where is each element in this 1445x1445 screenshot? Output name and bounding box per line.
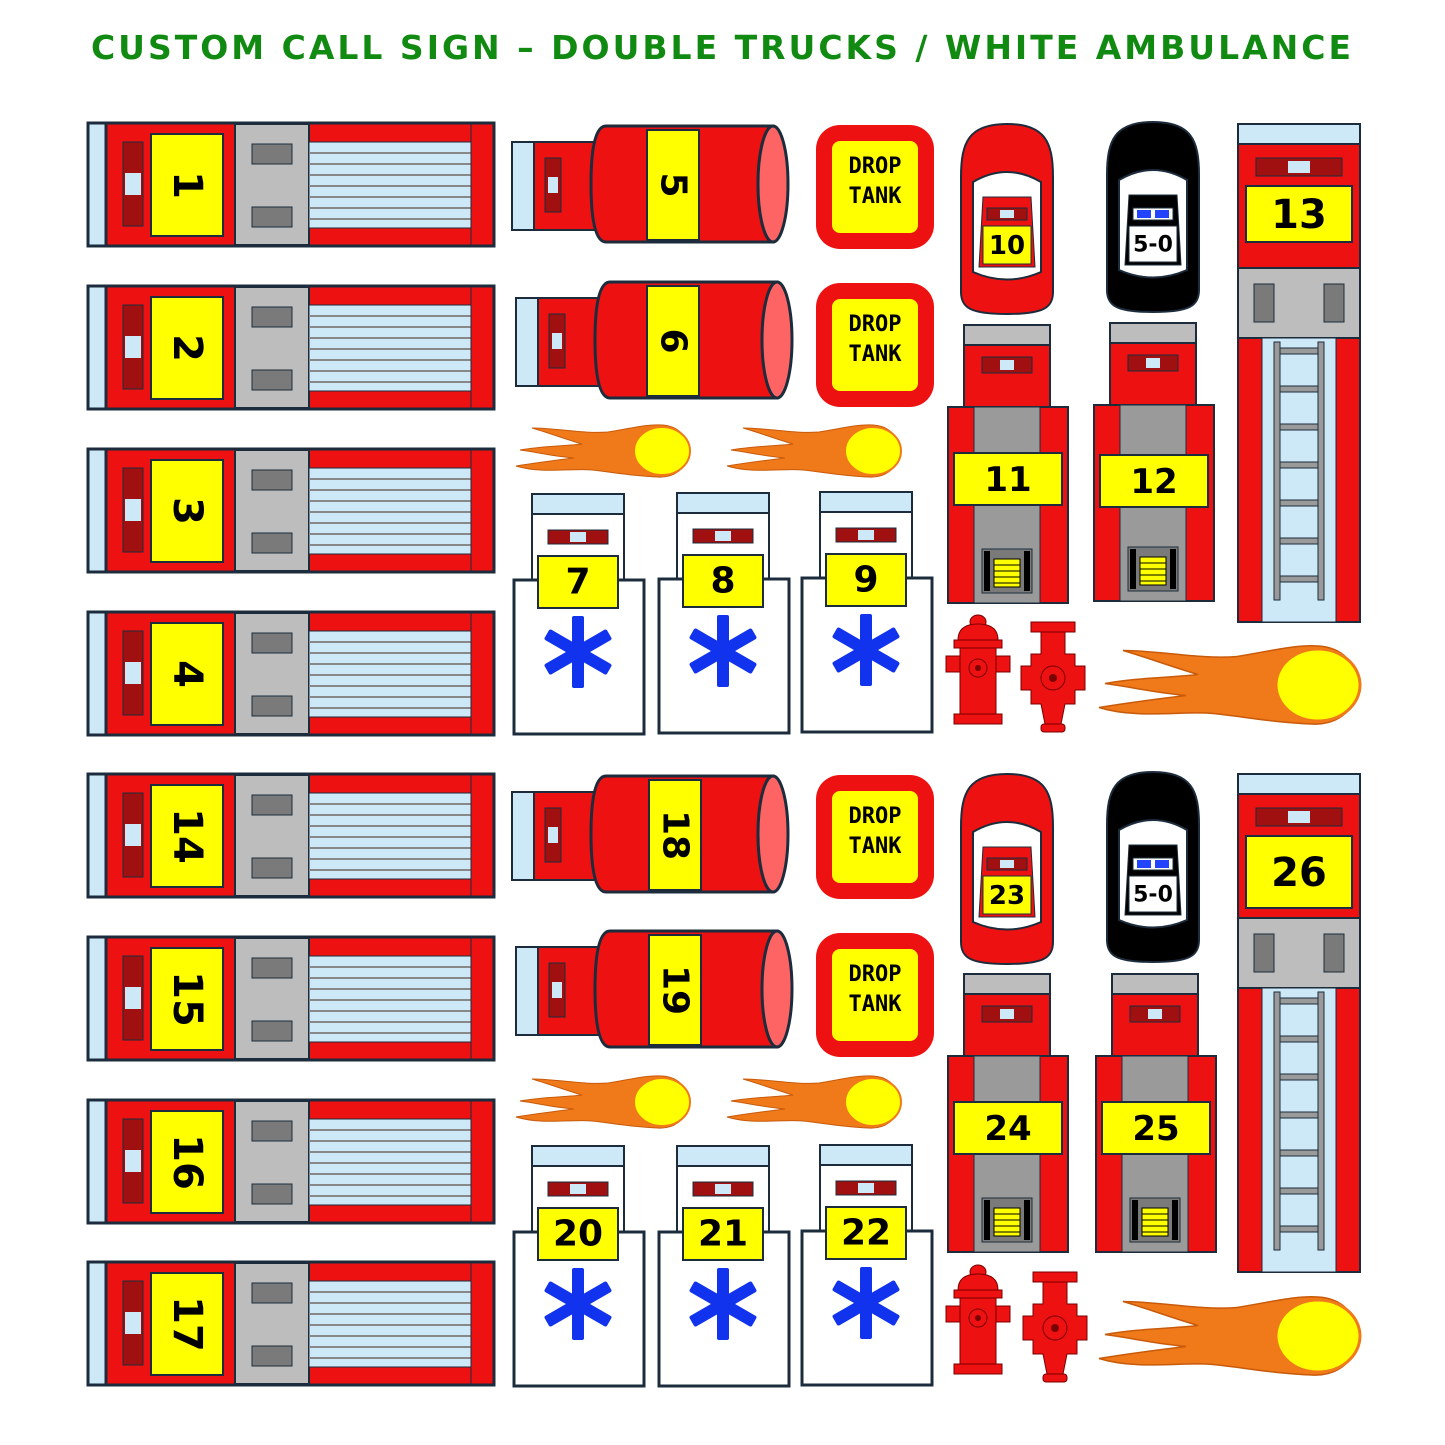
drop-tank-2: DROP TANK: [814, 281, 936, 409]
rescue-number: 25: [1132, 1109, 1179, 1149]
tanker-number: 18: [655, 810, 696, 860]
star-of-life-icon: [544, 616, 612, 688]
drop-tank-4: DROP TANK: [814, 931, 936, 1059]
drop-tank-line2: TANK: [849, 992, 903, 1017]
tanker-18: 18: [511, 772, 791, 898]
engine-number: 14: [164, 808, 210, 864]
engine-16: 16: [86, 1098, 497, 1226]
tanker-19: 19: [515, 927, 795, 1053]
star-of-life-icon: [832, 614, 900, 686]
police-car-1: 5-0: [1103, 120, 1203, 315]
drop-tank-line1: DROP: [849, 962, 902, 987]
fire-hydrant-icon: [944, 1262, 1012, 1378]
ambulance-number: 22: [841, 1213, 891, 1254]
ladder-number: 26: [1271, 850, 1327, 896]
engine-number: 3: [164, 497, 210, 525]
rescue-number: 12: [1130, 462, 1177, 502]
drop-tank-line1: DROP: [849, 154, 902, 179]
ambulance-number: 8: [710, 561, 735, 602]
rescue-number: 24: [984, 1109, 1031, 1149]
police-car-2: 5-0: [1103, 770, 1203, 965]
ambulance-number: 20: [553, 1214, 603, 1255]
engine-1: 1: [86, 121, 497, 249]
tanker-number: 6: [653, 328, 694, 353]
drop-tank-line2: TANK: [849, 342, 903, 367]
tanker-6: 6: [515, 278, 795, 404]
engine-number: 15: [164, 971, 210, 1027]
fireball-icon: [723, 1073, 903, 1131]
star-of-life-icon: [689, 615, 757, 687]
engine-17: 17: [86, 1260, 497, 1388]
page-title: CUSTOM CALL SIGN – DOUBLE TRUCKS / WHITE…: [90, 28, 1355, 67]
ladder-13: 13: [1236, 122, 1362, 626]
ambulance-8: 8: [657, 491, 793, 737]
ambulance-9: 9: [800, 490, 936, 736]
tanker-number: 19: [655, 965, 696, 1015]
engine-14: 14: [86, 772, 497, 900]
engine-number: 1: [164, 171, 210, 199]
fire-hydrant-icon: [1021, 1270, 1089, 1386]
ambulance-number: 9: [853, 560, 878, 601]
fireball-icon: [512, 1073, 692, 1131]
engine-number: 2: [164, 334, 210, 362]
fire-hydrant-icon: [944, 612, 1012, 728]
ambulance-number: 7: [565, 562, 590, 603]
engine-15: 15: [86, 935, 497, 1063]
star-of-life-icon: [689, 1268, 757, 1340]
ambulance-21: 21: [657, 1144, 793, 1390]
police-number: 5-0: [1133, 883, 1173, 908]
engine-4: 4: [86, 610, 497, 738]
ladder-26: 26: [1236, 772, 1362, 1276]
engine-number: 16: [164, 1134, 210, 1190]
rescue-24: 24: [946, 972, 1070, 1254]
fireball-icon: [1093, 641, 1363, 729]
star-of-life-icon: [544, 1268, 612, 1340]
chief-car-10: 10: [957, 122, 1057, 317]
rescue-number: 11: [984, 460, 1031, 500]
ambulance-number: 21: [698, 1214, 748, 1255]
drop-tank-3: DROP TANK: [814, 773, 936, 901]
drop-tank-line2: TANK: [849, 184, 903, 209]
ambulance-7: 7: [512, 492, 648, 738]
ambulance-22: 22: [800, 1143, 936, 1389]
star-of-life-icon: [832, 1267, 900, 1339]
drop-tank-line1: DROP: [849, 312, 902, 337]
rescue-11: 11: [946, 323, 1070, 605]
rescue-25: 25: [1094, 972, 1218, 1254]
ladder-number: 13: [1271, 192, 1327, 238]
engine-number: 4: [164, 660, 210, 688]
drop-tank-line2: TANK: [849, 834, 903, 859]
engine-number: 17: [164, 1296, 210, 1352]
engine-3: 3: [86, 447, 497, 575]
fireball-icon: [723, 422, 903, 480]
chief-number: 10: [989, 231, 1025, 261]
fire-hydrant-icon: [1019, 620, 1087, 736]
ambulance-20: 20: [512, 1144, 648, 1390]
chief-number: 23: [989, 881, 1025, 911]
engine-2: 2: [86, 284, 497, 412]
drop-tank-1: DROP TANK: [814, 123, 936, 251]
drop-tank-line1: DROP: [849, 804, 902, 829]
fireball-icon: [512, 422, 692, 480]
police-number: 5-0: [1133, 233, 1173, 258]
tanker-number: 5: [653, 172, 694, 197]
fireball-icon: [1093, 1292, 1363, 1380]
tanker-5: 5: [511, 122, 791, 248]
rescue-12: 12: [1092, 321, 1216, 603]
chief-car-23: 23: [957, 772, 1057, 967]
